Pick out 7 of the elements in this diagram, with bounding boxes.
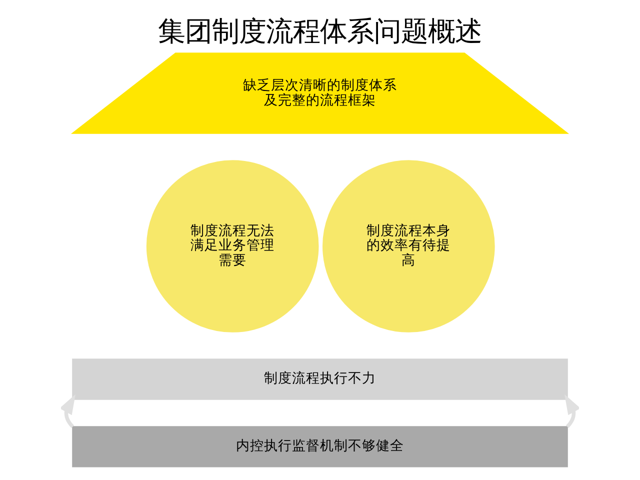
- node-box: 内控执行监督机制不够健全: [72, 426, 568, 468]
- diagram-title: 集团制度流程体系问题概述: [158, 16, 482, 48]
- node-circle: 制度流程本身的效率有待提高: [322, 160, 495, 332]
- node-box: 制度流程执行不力: [72, 358, 568, 400]
- arrow: [564, 394, 579, 428]
- arrow: [61, 394, 76, 428]
- node-circle: 制度流程无法满足业务管理需要: [146, 160, 319, 332]
